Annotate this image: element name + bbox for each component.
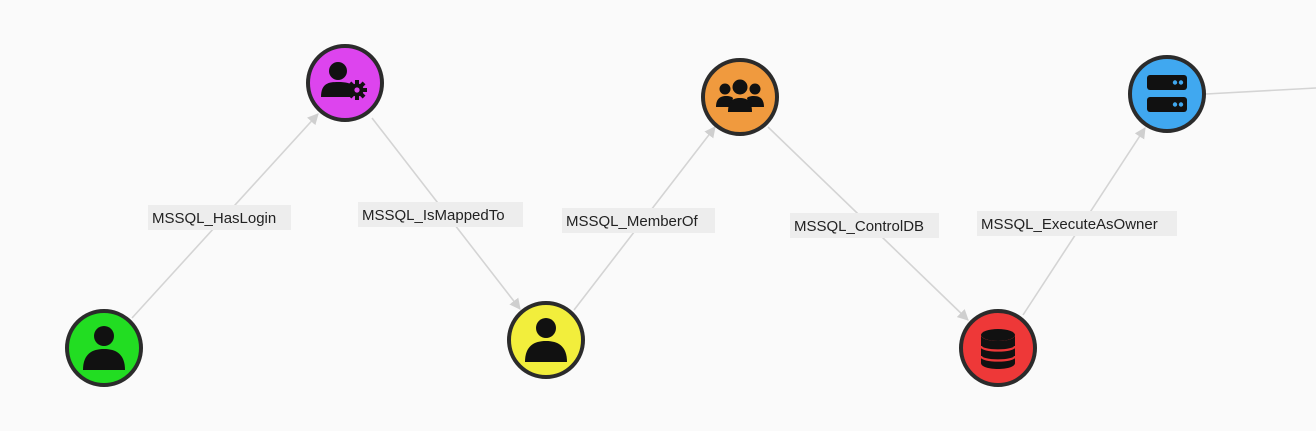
edge-label-execute-as-owner[interactable]: MSSQL_ExecuteAsOwner	[977, 211, 1177, 236]
node-database[interactable]	[959, 309, 1037, 387]
edge-offscreen[interactable]	[1205, 87, 1316, 95]
edge-label-is-mapped-to[interactable]: MSSQL_IsMappedTo	[358, 202, 523, 227]
user-gear-icon	[321, 62, 367, 100]
node-login[interactable]	[306, 44, 384, 122]
node-user[interactable]	[65, 309, 143, 387]
edge-label-has-login[interactable]: MSSQL_HasLogin	[148, 205, 291, 230]
user-icon	[83, 326, 125, 370]
edge-label-text: MSSQL_ControlDB	[794, 218, 924, 235]
edge-label-text: MSSQL_IsMappedTo	[362, 207, 505, 224]
edge-label-text: MSSQL_ExecuteAsOwner	[981, 216, 1158, 233]
node-server[interactable]	[1128, 55, 1206, 133]
edge-label-member-of[interactable]: MSSQL_MemberOf	[562, 208, 715, 233]
user-icon	[525, 318, 567, 362]
edge-label-control-db[interactable]: MSSQL_ControlDB	[790, 213, 939, 238]
database-icon	[979, 329, 1017, 369]
server-icon	[1147, 75, 1187, 112]
node-database-user[interactable]	[507, 301, 585, 379]
node-database-role[interactable]	[701, 58, 779, 136]
users-icon	[716, 79, 764, 112]
edge-label-text: MSSQL_MemberOf	[566, 213, 699, 230]
edge-label-text: MSSQL_HasLogin	[152, 210, 276, 227]
